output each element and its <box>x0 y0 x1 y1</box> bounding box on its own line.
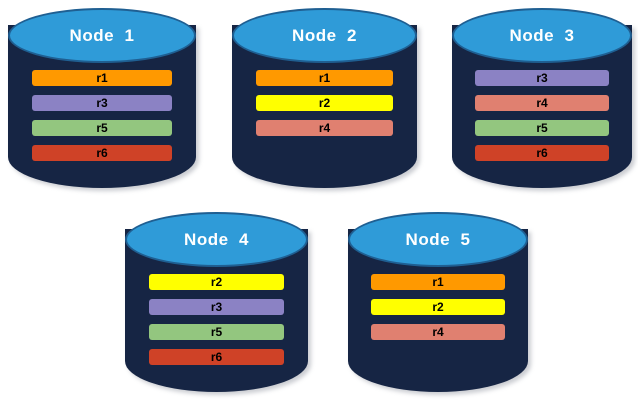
cylinder-top-ellipse <box>232 8 417 63</box>
replica-row[interactable]: r1 <box>371 274 505 290</box>
replica-row[interactable]: r3 <box>32 95 172 111</box>
replica-row[interactable]: r5 <box>32 120 172 136</box>
replica-row[interactable]: r4 <box>256 120 393 136</box>
replica-list: r1 r2 r4 <box>256 70 393 136</box>
cylinder-top-ellipse <box>452 8 632 63</box>
replica-row[interactable]: r4 <box>475 95 609 111</box>
replica-row[interactable]: r2 <box>371 299 505 315</box>
replica-row[interactable]: r6 <box>148 349 285 365</box>
replica-list: r1 r2 r4 <box>371 274 505 340</box>
replica-row[interactable]: r6 <box>475 145 609 161</box>
replica-row[interactable]: r5 <box>148 324 285 340</box>
replica-row[interactable]: r5 <box>475 120 609 136</box>
replica-list: r3 r4 r5 r6 <box>475 70 609 161</box>
replica-row[interactable]: r2 <box>256 95 393 111</box>
replica-row[interactable]: r4 <box>371 324 505 340</box>
replica-list: r2 r3 r5 r6 <box>148 274 285 365</box>
replica-row[interactable]: r1 <box>256 70 393 86</box>
replica-row[interactable]: r1 <box>32 70 172 86</box>
cylinder-top-ellipse <box>8 8 196 63</box>
replica-row[interactable]: r2 <box>148 274 285 290</box>
replica-row[interactable]: r3 <box>148 299 285 315</box>
replica-list: r1 r3 r5 r6 <box>32 70 172 161</box>
replica-row[interactable]: r3 <box>475 70 609 86</box>
cylinder-top-ellipse <box>348 212 528 267</box>
replica-row[interactable]: r6 <box>32 145 172 161</box>
cylinder-top-ellipse <box>125 212 308 267</box>
